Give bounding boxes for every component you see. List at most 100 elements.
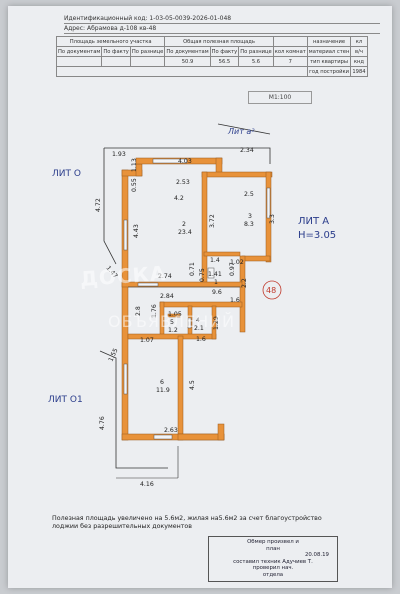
lit-a-top-label: Лит а²: [227, 127, 255, 136]
apartment-number-marker: [262, 280, 282, 300]
openings: [123, 158, 271, 440]
remark-line: Полезная площадь увеличено на 5.6м2, жил…: [52, 515, 322, 522]
dimension-label: 0.97: [229, 262, 236, 276]
stamp-line: составил техник Адучиев Т.: [233, 558, 313, 565]
walls: [121, 157, 273, 441]
remark-line: лоджии без разрешительных документов: [52, 523, 192, 530]
dimension-label: 2.5: [244, 191, 254, 198]
stamp-line: план: [266, 545, 280, 552]
dimension-label: 0.55: [131, 178, 138, 192]
contour-lines: [99, 123, 271, 469]
room-area: 2.1: [194, 325, 204, 332]
apartment-number: 48: [266, 286, 276, 295]
room-number: 1: [214, 279, 218, 286]
room-area: 23.4: [178, 229, 192, 236]
room-number: 6: [160, 379, 164, 386]
dimension-label: 1.6: [230, 297, 240, 304]
dimension-label: 2.74: [158, 273, 172, 280]
dimension-label: 2.8: [135, 306, 142, 316]
wall: [177, 433, 225, 441]
wall: [177, 335, 184, 441]
room-number: 3: [248, 213, 252, 220]
dimension-label: 3.3: [269, 214, 276, 224]
stamp-line: 20.08.19: [304, 552, 329, 559]
wall: [201, 171, 208, 285]
height-label: Н=3.05: [298, 230, 336, 241]
plan-sheet: Идентификационный код: 1-03-05-0039-2026…: [8, 6, 392, 588]
dimension-label: 1.07: [140, 337, 154, 344]
dimension-label: 1.02: [230, 259, 244, 266]
dimension-label: 1.29: [213, 316, 220, 330]
dimension-label: 4.2: [174, 195, 184, 202]
dimension-label: 4.76: [99, 416, 106, 430]
contour-line: [99, 350, 168, 469]
dimension-label: 2.84: [160, 293, 174, 300]
dimension-label: 0.75: [199, 268, 206, 282]
cell: 1984: [350, 66, 368, 77]
dimension-label: 2.34: [240, 147, 254, 154]
wall: [203, 251, 241, 257]
door: [137, 282, 159, 287]
wall: [239, 255, 246, 333]
window: [152, 158, 188, 164]
dimension-label: 4.16: [140, 481, 154, 488]
wall: [121, 169, 129, 441]
stamp-line: проверил нач.: [252, 565, 294, 572]
address: Адрес: Абрамова д-108 кв-48: [64, 24, 380, 34]
dimension-label: 4.43: [133, 224, 140, 238]
floor-plan: Лит а² ЛИТ О ЛИТ А Н=3.05 ЛИТ О1 48 2 23…: [48, 123, 336, 488]
contour-line: [217, 123, 271, 135]
wall: [215, 157, 223, 175]
wall: [241, 255, 271, 262]
window: [153, 434, 173, 440]
room-area: 8.3: [244, 221, 254, 228]
dimension-label: 1.55: [107, 347, 119, 363]
window: [266, 187, 271, 219]
wall: [211, 305, 217, 340]
lit-o1-label: ЛИТ О1: [48, 395, 83, 405]
window: [123, 363, 128, 395]
dimension-label: 2.2: [241, 278, 248, 288]
room-number: 5: [170, 319, 174, 326]
contour-line: [103, 148, 117, 265]
dimension-label: 1.05: [168, 311, 182, 318]
room-number: 4: [196, 317, 200, 324]
room-area: 9.6: [212, 289, 222, 296]
dimension-label: 1.4: [210, 257, 220, 264]
wall: [167, 313, 181, 318]
lit-o-label: ЛИТ О: [52, 169, 81, 179]
dimension-label: 1.13: [131, 158, 138, 172]
door: [187, 317, 192, 329]
dimension-label: 3.72: [209, 214, 216, 228]
dimension-label: 0.71: [189, 262, 196, 276]
scale-badge: М1:100: [248, 91, 312, 104]
door: [207, 267, 215, 279]
identification-code: Идентификационный код: 1-03-05-0039-2026…: [64, 14, 380, 24]
stamp-line: Обмер произвел и: [247, 539, 299, 545]
wall: [217, 423, 225, 441]
dimension-label: 4.5: [189, 380, 196, 390]
dimension-label: 2.63: [164, 427, 178, 434]
wall: [201, 171, 273, 178]
dimension-label: 4.03: [178, 158, 192, 165]
window: [123, 219, 128, 251]
cell: [56, 66, 308, 77]
dimension-label: 1.41: [208, 271, 222, 278]
dimension-label: 4.72: [95, 198, 102, 212]
dimension-label: 2.53: [176, 179, 190, 186]
dimension-label: 1.76: [151, 304, 158, 318]
dimension-label: 1.93: [112, 151, 126, 158]
contour-line: [104, 147, 271, 164]
inspector-stamp: Обмер произвел и план 20.08.19 составил …: [208, 536, 338, 582]
room-number: 2: [182, 221, 186, 228]
stamp-line: отдела: [262, 571, 284, 578]
dimension-label: 1.6: [196, 336, 206, 343]
watermark-text: ОБЪЯВЛЕНИЙ: [108, 312, 236, 331]
room-area: 1.2: [168, 327, 178, 334]
area-table: Площадь земельного участка Общая полезна…: [55, 36, 368, 77]
lit-a-label: ЛИТ А: [298, 216, 329, 227]
room-area: 11.9: [156, 387, 170, 394]
dimension-lines: [116, 286, 240, 479]
document-header: Идентификационный код: 1-03-05-0039-2026…: [64, 14, 380, 34]
remark: Полезная площадь увеличено на 5.6м2, жил…: [52, 515, 372, 531]
